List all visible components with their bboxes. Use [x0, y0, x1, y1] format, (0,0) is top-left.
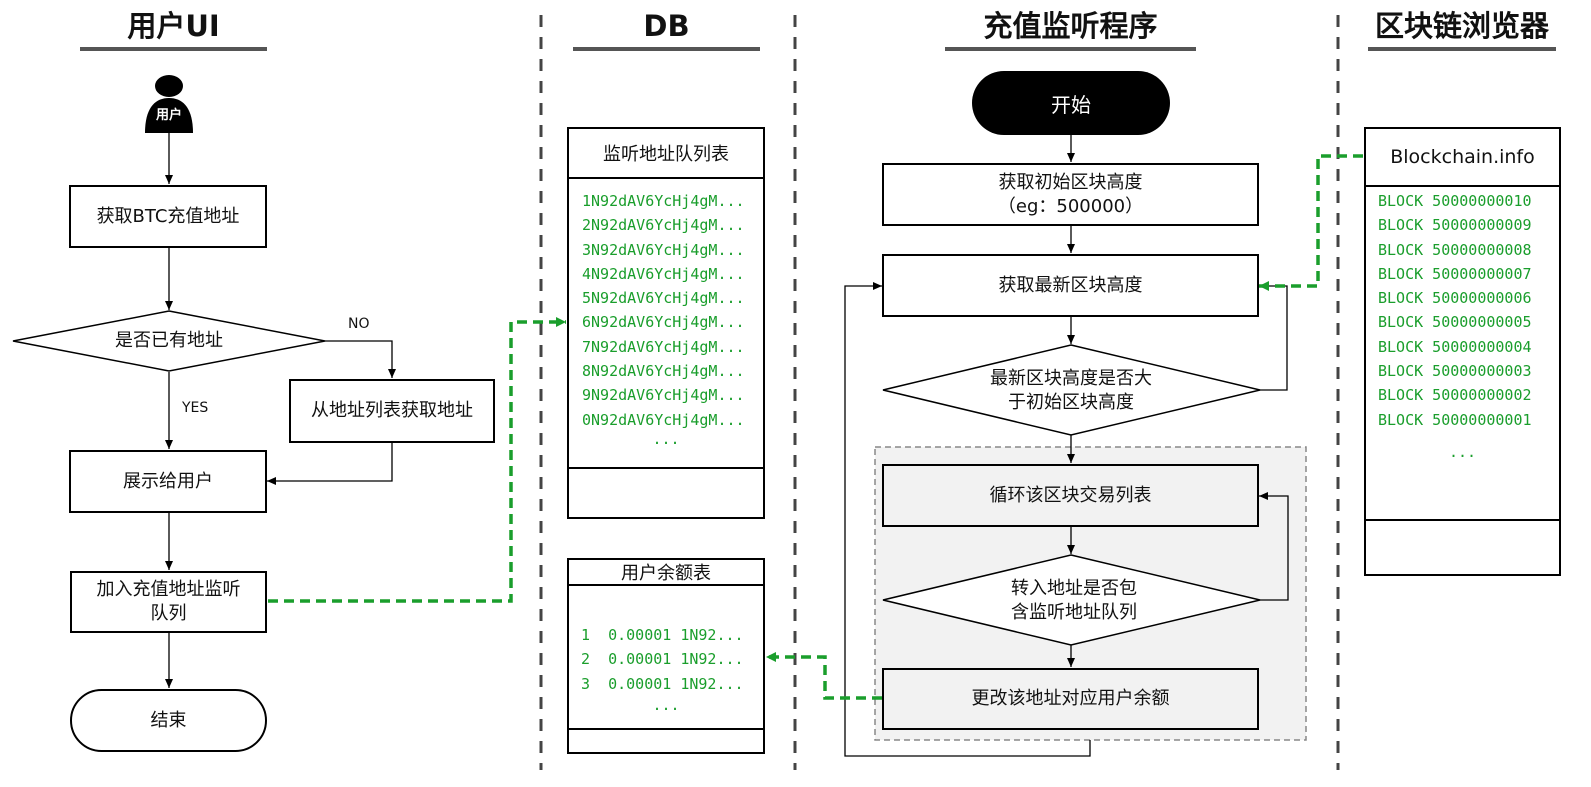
no-label: NO: [348, 316, 370, 332]
table-row: 3 0.00001 1N92...: [581, 674, 744, 693]
list-item: 5N92dAV6YcHj4gM...: [582, 289, 745, 308]
step-join-queue-label: 加入充值地址监听队列: [96, 579, 241, 624]
decision-has-address: [12, 310, 326, 372]
queue-table-title: 监听地址队列表: [569, 129, 763, 179]
list-item: BLOCK 50000000006: [1378, 289, 1532, 308]
step-show-to-user: 展示给用户: [69, 450, 267, 513]
list-item: BLOCK 50000000003: [1378, 362, 1532, 381]
step-join-queue: 加入充值地址监听队列: [70, 571, 267, 633]
decision-compare-height: [882, 344, 1261, 436]
list-item: BLOCK 50000000009: [1378, 216, 1532, 235]
list-item: BLOCK 50000000010: [1378, 192, 1532, 210]
step-loop-transactions: 循环该区块交易列表: [882, 464, 1259, 527]
column-header-monitor: 充值监听程序: [983, 9, 1158, 43]
step-show-to-user-label: 展示给用户: [123, 470, 213, 492]
list-item: 6N92dAV6YcHj4gM...: [582, 313, 745, 332]
balance-table-list: 1 0.00001 1N92... 2 0.00001 1N92... 3 0.…: [569, 586, 763, 716]
decision-contains-label: 转入地址是否包含监听地址队列: [1011, 578, 1137, 623]
list-item: 4N92dAV6YcHj4gM...: [582, 264, 745, 283]
step-get-btc-address-label: 获取BTC充值地址: [96, 205, 240, 227]
queue-table: 监听地址队列表 1N92dAV6YcHj4gM... 2N92dAV6YcHj4…: [567, 127, 765, 519]
explorer-panel: Blockchain.info BLOCK 50000000010 BLOCK …: [1364, 127, 1561, 576]
balance-more: ...: [652, 695, 680, 714]
step-get-latest-height: 获取最新区块高度: [882, 254, 1259, 317]
step-get-btc-address: 获取BTC充值地址: [69, 185, 267, 248]
column-header-explorer: 区块链浏览器: [1374, 9, 1549, 43]
table-row: 2 0.00001 1N92...: [581, 650, 744, 669]
decision-compare-height-label: 最新区块高度是否大于初始区块高度: [990, 368, 1152, 413]
list-item: BLOCK 50000000002: [1378, 386, 1532, 405]
list-item: BLOCK 50000000005: [1378, 313, 1532, 332]
explorer-block-list: BLOCK 50000000010 BLOCK 50000000009 BLOC…: [1366, 187, 1559, 472]
list-item: BLOCK 50000000001: [1378, 410, 1532, 429]
table-row: 1 0.00001 1N92...: [581, 626, 744, 644]
column-header-user-ui: 用户UI: [127, 9, 220, 43]
list-item: 8N92dAV6YcHj4gM...: [582, 362, 745, 381]
step-update-balance: 更改该地址对应用户余额: [882, 668, 1259, 730]
explorer-title: Blockchain.info: [1366, 129, 1559, 187]
decision-has-address-label: 是否已有地址: [115, 330, 223, 351]
queue-table-footer-divider: [569, 467, 763, 469]
terminal-end: 结束: [70, 689, 267, 752]
step-get-from-list-label: 从地址列表获取地址: [311, 400, 473, 421]
step-loop-transactions-label: 循环该区块交易列表: [989, 484, 1152, 506]
step-initial-example: （eg：500000）: [997, 195, 1144, 217]
balance-table-footer-divider: [569, 728, 763, 730]
terminal-start-label: 开始: [1051, 92, 1091, 117]
balance-table-title: 用户余额表: [569, 560, 763, 586]
terminal-end-label: 结束: [150, 709, 187, 731]
user-icon-label: 用户: [155, 108, 182, 123]
list-item: BLOCK 50000000004: [1378, 337, 1532, 356]
decision-contains: [882, 554, 1261, 646]
step-get-from-list: 从地址列表获取地址: [289, 379, 495, 443]
yes-label: YES: [182, 400, 209, 416]
user-icon: [145, 75, 193, 133]
list-item: 7N92dAV6YcHj4gM...: [582, 337, 745, 356]
list-item: 3N92dAV6YcHj4gM...: [582, 240, 745, 259]
balance-table: 用户余额表 1 0.00001 1N92... 2 0.00001 1N92..…: [567, 558, 765, 754]
step-update-balance-label: 更改该地址对应用户余额: [971, 688, 1170, 709]
list-item: BLOCK 50000000008: [1378, 240, 1532, 259]
column-header-db: DB: [643, 9, 690, 43]
step-get-latest-height-label: 获取最新区块高度: [998, 274, 1143, 296]
list-item: BLOCK 50000000007: [1378, 264, 1532, 283]
list-item: 9N92dAV6YcHj4gM...: [582, 386, 745, 405]
terminal-start: 开始: [972, 71, 1170, 135]
list-item: 2N92dAV6YcHj4gM...: [582, 216, 745, 235]
explorer-more: ...: [1448, 442, 1477, 461]
explorer-footer-divider: [1366, 519, 1559, 521]
list-item: 0N92dAV6YcHj4gM...: [582, 410, 745, 429]
step-get-initial-height: 获取初始区块高度 （eg：500000）: [882, 163, 1259, 226]
step-get-initial-height-label: 获取初始区块高度: [998, 171, 1143, 193]
list-item: 1N92dAV6YcHj4gM...: [582, 192, 745, 210]
queue-table-list: 1N92dAV6YcHj4gM... 2N92dAV6YcHj4gM... 3N…: [569, 179, 763, 448]
queue-more: ...: [652, 429, 680, 448]
